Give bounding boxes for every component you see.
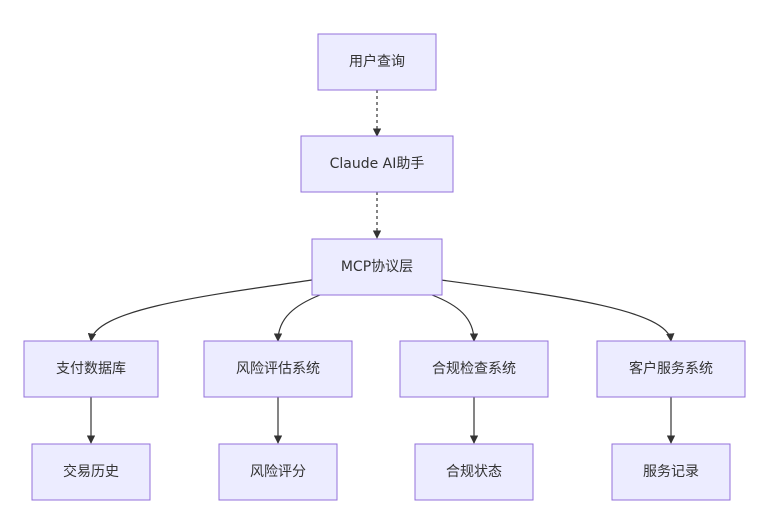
node-label: 支付数据库 xyxy=(56,361,126,377)
node-compliance-system[interactable]: 合规检查系统 xyxy=(399,340,549,398)
node-user-query[interactable]: 用户查询 xyxy=(317,33,437,91)
node-label: 用户查询 xyxy=(349,53,405,70)
node-label: 客户服务系统 xyxy=(629,360,713,377)
edge-mcp-to-customer-system xyxy=(440,279,675,342)
edge-mcp-to-payment-db xyxy=(87,279,313,342)
node-label: 交易历史 xyxy=(63,463,119,480)
node-service-records[interactable]: 服务记录 xyxy=(611,443,731,501)
node-risk-system[interactable]: 风险评估系统 xyxy=(203,340,353,398)
node-mcp-layer[interactable]: MCP协议层 xyxy=(311,238,443,296)
node-payment-db[interactable]: 支付数据库 xyxy=(23,340,159,398)
edges xyxy=(86,90,676,444)
node-claude-assistant[interactable]: Claude AI助手 xyxy=(300,135,454,193)
node-label: MCP协议层 xyxy=(341,259,413,275)
node-label: 服务记录 xyxy=(643,464,699,480)
node-label: 合规检查系统 xyxy=(432,361,516,377)
node-label: 风险评估系统 xyxy=(236,361,320,377)
edge-mcp-to-risk-system xyxy=(273,294,321,342)
node-risk-score[interactable]: 风险评分 xyxy=(218,443,338,501)
node-tx-history[interactable]: 交易历史 xyxy=(31,443,151,501)
node-label: 风险评分 xyxy=(250,464,306,480)
node-customer-system[interactable]: 客户服务系统 xyxy=(596,340,746,398)
node-label: Claude AI助手 xyxy=(330,156,425,172)
node-compliance-status[interactable]: 合规状态 xyxy=(414,443,534,501)
edge-mcp-to-compliance-system xyxy=(431,294,479,342)
node-label: 合规状态 xyxy=(446,464,502,480)
